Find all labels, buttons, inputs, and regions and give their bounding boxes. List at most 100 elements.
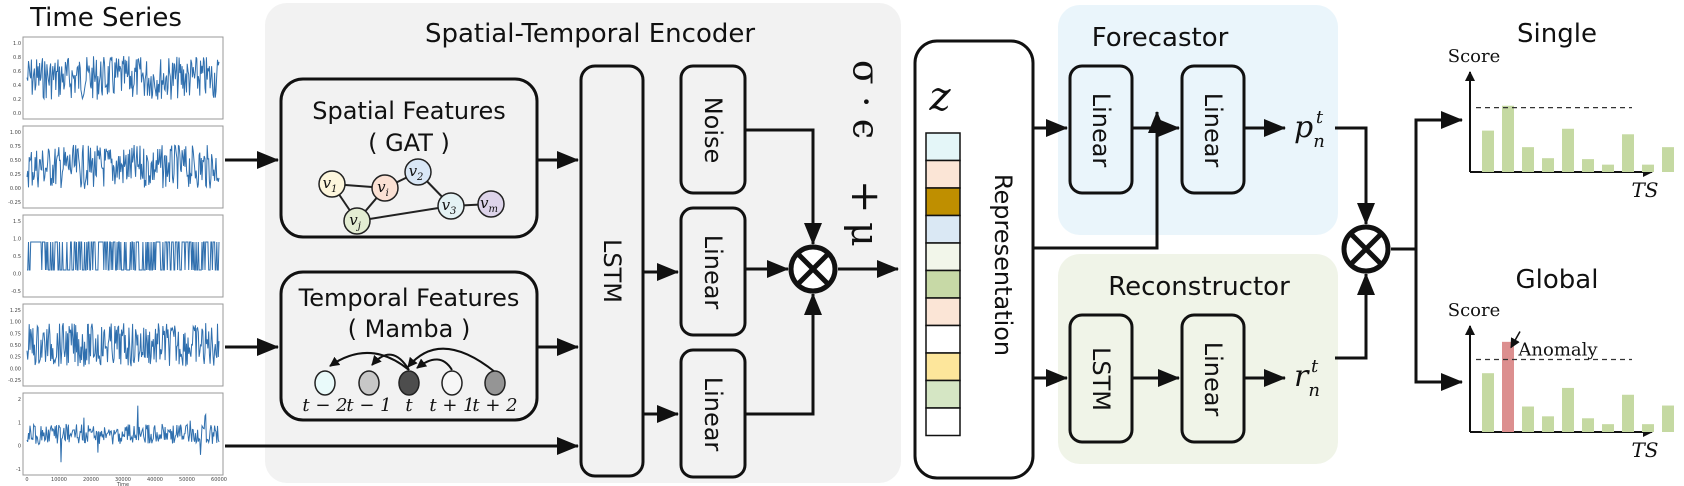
svg-text:v3: v3 [442,196,457,217]
score-bar [1642,164,1654,172]
score-bar [1622,134,1634,172]
score-bar [1542,416,1554,432]
y-tick-label: 0.2 [13,97,21,103]
forecastor-output: pnt [1294,107,1325,152]
spatial-features-title: Spatial Features [312,97,505,125]
y-tick-label: 1.0 [13,237,21,243]
encoder-linear-mu-box [679,206,747,337]
score-bar [1622,394,1634,432]
time-series-title: Time Series [29,3,182,33]
x-tick-label: 0 [25,477,28,483]
y-tick-label: 0.4 [13,83,21,89]
reconstructor-linear-label: Linear [1199,342,1227,417]
x-tick-label: 40000 [147,477,163,483]
svg-text:v2: v2 [409,162,424,183]
reparam-sigma-eps: σ · ϵ [845,60,886,139]
y-tick-label: 0.00 [10,366,21,372]
time-series-panel: 1.251.000.750.500.250.00-0.25 [8,303,224,387]
x-tick-label: 10000 [51,477,67,483]
representation-cell [925,242,961,272]
temporal-node: t + 2 [472,370,518,416]
y-tick-label: 2 [18,397,21,403]
noise-label: Noise [699,97,727,164]
representation-vector [925,132,961,437]
y-tick-label: 1.25 [10,308,21,314]
x-tick-label: 50000 [179,477,195,483]
graph-node: vj [343,207,371,235]
temporal-node: t [398,370,420,416]
y-tick-label: 1.00 [10,320,21,326]
score-bar [1502,105,1514,172]
time-series-panel: 1.51.00.50.0-0.5 [11,214,224,298]
x-axis-label: Time [116,482,129,486]
encoder-title: Spatial-Temporal Encoder [425,19,755,49]
representation-cell [925,324,961,354]
score-bar [1602,164,1614,172]
y-tick-label: 0.00 [10,186,21,192]
score-chart-title: Global [1516,265,1599,295]
y-tick-label: -0.25 [8,378,21,384]
score-bar [1522,147,1534,172]
time-series-panel: 1.000.750.500.250.00-0.25 [8,125,224,209]
score-bar [1602,424,1614,432]
representation-cell [925,407,961,437]
graph-node: vm [477,190,505,218]
y-tick-label: -0.5 [11,289,21,295]
y-tick-label: 0.25 [10,172,21,178]
y-tick-label: 0.8 [13,55,21,61]
temporal-step-label: t − 1 [346,395,391,416]
y-tick-label: 0 [18,444,21,450]
reparam-mu: μ [843,222,887,247]
spatial-features-subtitle: ( GAT ) [368,129,450,157]
representation-cell [925,269,961,299]
encoder-linear-sigma-label: Linear [699,377,727,452]
y-tick-label: 0.25 [10,355,21,361]
score-x-label: TS [1631,178,1658,202]
graph-node: vi [371,174,399,202]
forecastor-linear2-label: Linear [1199,93,1227,168]
representation-cell [925,352,961,382]
score-bar [1482,373,1494,432]
score-bar [1562,128,1574,172]
svg-text:vi: vi [377,178,389,199]
encoder-lstm-label: LSTM [598,239,626,303]
forecastor-linear1-label: Linear [1087,93,1115,168]
temporal-features-title: Temporal Features [298,284,520,312]
anomaly-bar [1502,341,1514,432]
representation-cell [925,187,961,217]
graph-node: v3 [437,192,465,220]
representation-symbol: z [928,74,951,120]
y-tick-label: 1 [18,420,21,426]
score-bar [1642,424,1654,432]
y-tick-label: 0.0 [13,111,21,117]
temporal-node: t − 1 [346,370,392,416]
encoder-linear-mu-label: Linear [699,235,727,310]
representation-cell [925,214,961,244]
score-chart-title: Single [1517,19,1597,49]
temporal-features-subtitle: ( Mamba ) [348,315,471,343]
y-tick-label: 1.0 [13,41,21,47]
score-bar [1662,405,1674,432]
y-tick-label: 0.75 [10,144,21,150]
representation-cell [925,159,961,189]
x-tick-label: 30000 [115,477,131,483]
y-tick-label: 1.5 [13,219,21,225]
representation-label: Representation [989,174,1017,356]
representation-cell [925,379,961,409]
reconstructor-output: rnt [1294,356,1320,401]
score-y-label: Score [1448,300,1501,321]
score-bar [1482,130,1494,172]
svg-text:vm: vm [480,194,498,215]
x-tick-label: 60000 [211,477,227,483]
reconstructor-title: Reconstructor [1108,272,1290,302]
temporal-node: t − 2 [302,370,348,416]
score-bar [1582,159,1594,172]
time-series-panel: 1.0 0.8 0.6 0.4 0.2 0.0 [13,36,224,120]
y-tick-label: 0.6 [13,69,21,75]
reparam-plus: + [842,180,888,214]
x-tick-label: 20000 [83,477,99,483]
